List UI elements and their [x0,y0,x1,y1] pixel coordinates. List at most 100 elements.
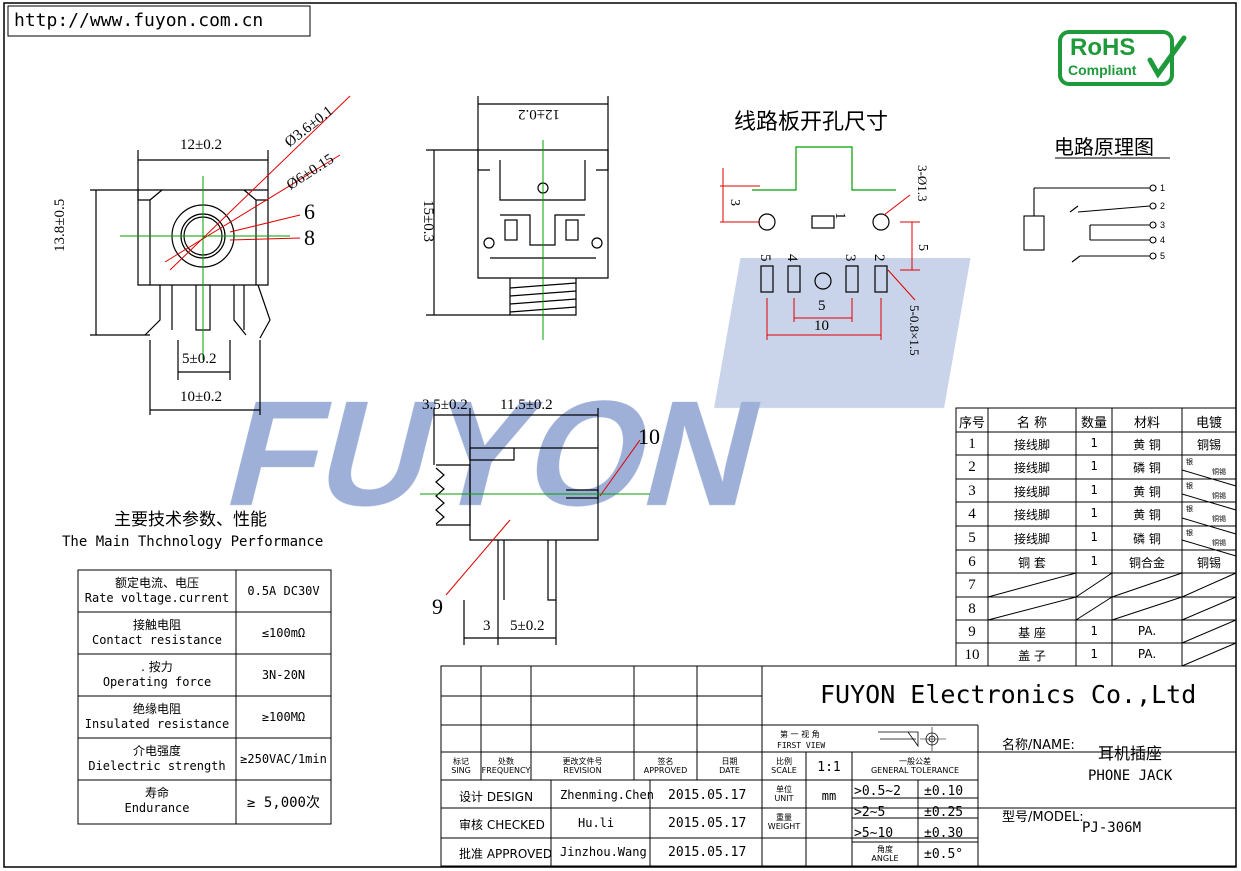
front-callout-8: 8 [304,225,315,250]
bom-cell-no: 3 [968,483,976,499]
bom-cell-plating: 铜锡 [1196,556,1221,570]
bom-cell-no: 2 [968,459,976,475]
rev-header-frequency: 处数 FREQUENCY [481,757,531,775]
url-text[interactable]: http://www.fuyon.com.cn [14,10,264,31]
spec-label-cn: 接触电阻 [132,618,181,632]
bom-header-qty: 数量 [1080,416,1107,431]
bom-header-name: 名 称 [1016,416,1048,431]
angle-en: ANGLE [871,854,899,863]
side-view [433,408,599,645]
tolerance-cn: 一般公差 [899,757,931,766]
bom-cell-material: 黄 铜 [1133,508,1161,522]
model-value: PJ-306M [1082,820,1142,836]
spec-row-3-label: . 按力 Operating force [78,658,236,689]
spec-row-5-label: 介电强度 Dielectric strength [78,742,236,773]
bom-header-material: 材料 [1133,416,1160,431]
pcb-dim-pitch-10: 10 [814,318,829,334]
pcb-pin-label-3: 3 [842,254,858,262]
front-view-centerlines [120,176,290,360]
bom-plating-bottom: 铜锡 [1212,515,1226,523]
side-callout-10: 10 [638,424,660,449]
tolerance-en: GENERAL TOLERANCE [870,766,960,775]
pcb-dim-5: 5 [915,244,930,251]
tol-range-1: >0.5~2 [854,784,901,799]
bom-cell-qty: 1 [1090,530,1098,544]
spec-table-grid [77,569,332,825]
spec-label-en: Insulated resistance [84,717,230,731]
part-name-en: PHONE JACK [1088,768,1173,784]
bom-cell-no: 7 [968,577,976,593]
bom-header-plating: 电镀 [1195,416,1222,431]
schematic-pin-3: 3 [1160,220,1166,230]
rohs-logo [1058,30,1187,86]
front-dim-width: 12±0.2 [180,137,222,153]
front-dim-pin-span: 10±0.2 [180,389,222,405]
bom-cell-qty: 1 [1090,436,1098,450]
rev-header-cn: 签名 [657,757,674,766]
pcb-outline [752,146,896,191]
rev-header-cn: 更改文件号 [562,757,603,766]
spec-label-cn: . 按力 [141,660,173,674]
side-dim-b: 5±0.2 [510,618,545,634]
pcb-dim-slots: 5-0.8×1.5 [907,305,922,356]
rev-header-en: REVISION [563,766,602,775]
pcb-dim-3: 3 [727,199,742,206]
bom-cell-qty: 1 [1090,506,1098,520]
bom-cell-qty: 1 [1090,624,1098,638]
bom-cell-name: 铜 套 [1018,556,1046,570]
unit-value: mm [821,789,837,803]
spec-row-6-value: ≥ 5,000次 [246,795,320,811]
name-design: Zhenming.Chen [560,788,654,802]
side-view-leaders [445,439,641,596]
bom-cell-name: 盖 子 [1018,649,1046,663]
rev-header-cn: 处数 [498,757,514,766]
spec-row-2-value: ≤100mΩ [261,626,306,640]
pcb-title: 线路板开孔尺寸 [734,110,889,135]
spec-row-1-label: 额定电流、电压 Rate voltage.current [78,574,236,605]
name-checked: Hu.li [578,816,615,830]
schematic-pin-5: 5 [1160,251,1166,261]
bom-plating-top: 银 [1186,529,1193,537]
side-callout-9: 9 [432,594,443,619]
bom-cell-no: 1 [968,436,976,452]
schematic-pin-2: 2 [1160,201,1166,211]
tol-value-1: ±0.10 [924,784,964,799]
role-design: 设计 DESIGN [459,790,534,804]
spec-row-5-value: ≥250VAC/1min [240,752,327,766]
bom-cell-material: PA. [1137,624,1157,638]
side-dim-body: 11.5±0.2 [500,397,553,413]
bom-cell-material: PA. [1137,647,1157,661]
spec-row-4-value: ≥100MΩ [261,710,306,724]
scale-cn: 比例 [776,757,792,766]
pcb-pin-label-5: 5 [757,254,773,262]
title-block-grid [440,665,1237,867]
front-callout-6: 6 [304,199,315,224]
spec-row-1-value: 0.5A DC30V [247,584,320,598]
specs-title-en: The Main Thchnology Performance [62,534,324,550]
rohs-logo-bottom: Compliant [1068,62,1137,78]
rev-header-en: DATE [719,766,740,775]
schematic-pin-1: 1 [1160,183,1166,193]
side-dim-a: 3 [483,618,491,634]
bom-cell-name: 接线脚 [1013,485,1050,499]
side-dim-thread: 3.5±0.2 [422,397,468,413]
pcb-dim-holes: 3-Ø1.3 [915,165,930,202]
bom-cell-no: 5 [968,530,976,546]
model-label: 型号/MODEL: [1002,810,1084,825]
rev-header-revision: 更改文件号 REVISION [531,757,634,775]
schematic-pin-4: 4 [1160,235,1166,245]
rev-header-en: SING [451,766,471,775]
specs-title-cn: 主要技术参数、性能 [114,510,267,530]
tolerance-label: 一般公差 GENERAL TOLERANCE [852,757,978,775]
rev-header-en: FREQUENCY [481,766,531,775]
weight-cn: 重量 [776,813,792,822]
spec-label-cn: 寿命 [144,786,169,800]
part-name-label: 名称/NAME: [1002,738,1075,753]
bom-plating-bottom: 铜锡 [1212,468,1226,476]
date-approved: 2015.05.17 [668,845,747,860]
bom-cell-name: 接线脚 [1013,461,1050,475]
spec-row-2-label: 接触电阻 Contact resistance [78,616,236,647]
scale-en: SCALE [771,766,797,775]
bom-cell-material: 铜合金 [1128,556,1165,570]
front-dim-height: 13.8±0.5 [52,198,68,252]
